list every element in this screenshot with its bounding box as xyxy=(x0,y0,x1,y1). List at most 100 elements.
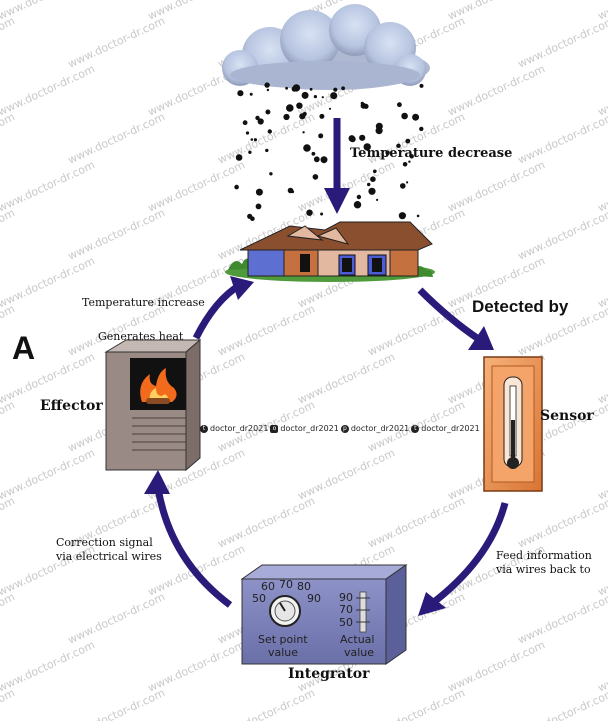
snow-dot xyxy=(249,92,253,96)
set-point-label-line1: Set point xyxy=(258,633,308,646)
snow-dot xyxy=(255,188,263,196)
snow-dot xyxy=(291,190,295,194)
watermark-text: www.doctor-dr.com xyxy=(596,542,608,598)
watermark-text: www.doctor-dr.com xyxy=(0,110,17,166)
arrow-head xyxy=(418,592,446,616)
snow-dot xyxy=(398,212,406,220)
watermark-text: www.doctor-dr.com xyxy=(0,494,17,550)
snow-dot xyxy=(373,169,377,174)
watermark-text: www.doctor-dr.com xyxy=(0,686,17,721)
watermark-text: www.doctor-dr.com xyxy=(0,0,97,23)
snow-dot xyxy=(333,87,338,92)
watermark-text: www.doctor-dr.com xyxy=(66,110,167,166)
snow-dot xyxy=(367,182,371,187)
watermark-text: www.doctor-dr.com xyxy=(66,686,167,721)
snow-dot xyxy=(292,84,301,92)
watermark-text: www.doctor-dr.com xyxy=(0,206,17,262)
twitter-handle: doctor_dr2021 xyxy=(210,424,269,433)
snow-dot xyxy=(269,172,273,176)
label-feed-info-line2: via wires back to xyxy=(496,563,591,576)
dial-number: 90 xyxy=(307,592,321,605)
snow-dot xyxy=(265,148,269,153)
snow-dot xyxy=(360,102,367,109)
dial-number: 60 xyxy=(261,580,275,593)
integrator-thermostat-icon xyxy=(240,564,408,665)
scale-number: 70 xyxy=(339,603,353,616)
watermark-text: www.doctor-dr.com xyxy=(516,14,608,70)
label-correction-line1: Correction signal xyxy=(56,536,153,549)
snow-dot xyxy=(370,176,376,182)
snow-dot xyxy=(406,181,409,184)
pinterest-handle: doctor_dr2021 xyxy=(350,424,410,433)
watermark-text: www.doctor-dr.com xyxy=(516,110,608,166)
rain-cloud-icon xyxy=(222,4,430,90)
snow-dot xyxy=(303,144,311,152)
snow-dot xyxy=(267,129,272,134)
watermark-text: www.doctor-dr.com xyxy=(66,206,167,262)
label-temperature-increase: Temperature increase xyxy=(82,296,205,309)
snow-dot xyxy=(385,150,390,155)
actual-label-line1: Actual xyxy=(340,633,375,646)
watermark-text: www.doctor-dr.com xyxy=(216,302,317,358)
snow-dot xyxy=(320,156,328,164)
house-icon xyxy=(225,221,435,282)
snow-dot xyxy=(318,133,324,139)
arrow-head xyxy=(324,188,350,214)
snow-dot xyxy=(416,214,420,218)
watermark-text: www.doctor-dr.com xyxy=(0,62,97,118)
snow-dot xyxy=(248,150,252,154)
watermark-text: www.doctor-dr.com xyxy=(216,494,317,550)
watermark-text: www.doctor-dr.com xyxy=(516,590,608,646)
watermark-text: www.doctor-dr.com xyxy=(0,398,17,454)
scale-number: 90 xyxy=(339,591,353,604)
set-point-label-line2: value xyxy=(268,646,299,659)
snow-dot xyxy=(296,102,303,109)
watermark-text: www.doctor-dr.com xyxy=(596,254,608,310)
snow-dot xyxy=(368,187,376,195)
snow-dot xyxy=(401,112,408,120)
snow-dot xyxy=(299,113,306,120)
actual-label-line2: value xyxy=(344,646,375,659)
snow-dot xyxy=(250,138,254,141)
arrow-head xyxy=(468,326,494,350)
snow-dot xyxy=(234,184,239,190)
watermark-text: www.doctor-dr.com xyxy=(366,494,467,550)
snow-dot xyxy=(419,126,424,132)
snow-dot xyxy=(328,107,332,110)
watermark-text: www.doctor-dr.com xyxy=(516,206,608,262)
watermark-text: www.doctor-dr.com xyxy=(596,62,608,118)
snow-dot xyxy=(286,104,294,112)
snow-dot xyxy=(242,120,248,126)
snow-dot xyxy=(356,194,362,200)
furnace-effector-icon xyxy=(104,338,202,472)
instagram-icon: o xyxy=(270,424,279,433)
dial-number: 70 xyxy=(279,578,293,591)
watermark-text: www.doctor-dr.com xyxy=(596,446,608,502)
snowfall-dots xyxy=(234,82,424,221)
instagram-handle: doctor_dr2021 xyxy=(280,424,339,433)
snow-dot xyxy=(306,209,313,216)
arrow-integrator-to-effector xyxy=(154,487,233,608)
snow-dot xyxy=(255,203,262,210)
label-effector: Effector xyxy=(40,398,103,414)
arrow-sensor-to-integrator xyxy=(427,502,509,608)
snow-dot xyxy=(264,82,270,88)
label-detected-by: Detected by xyxy=(472,297,569,316)
snow-dot xyxy=(302,131,305,134)
snow-dot xyxy=(409,154,414,159)
arrow-head xyxy=(144,470,170,494)
snow-dot xyxy=(283,113,290,121)
arrow-house-to-sensor xyxy=(417,287,482,343)
watermark-text: www.doctor-dr.com xyxy=(0,446,97,502)
snow-dot xyxy=(257,118,264,125)
snow-dot xyxy=(330,92,338,100)
watermark-text: www.doctor-dr.com xyxy=(216,686,317,721)
snow-dot xyxy=(266,88,270,92)
snow-dot xyxy=(265,109,271,115)
watermark-text: www.doctor-dr.com xyxy=(596,638,608,694)
snow-dot xyxy=(312,174,319,180)
snow-dot xyxy=(341,86,345,91)
watermark-text: www.doctor-dr.com xyxy=(0,158,97,214)
panel-letter: A xyxy=(12,330,36,366)
